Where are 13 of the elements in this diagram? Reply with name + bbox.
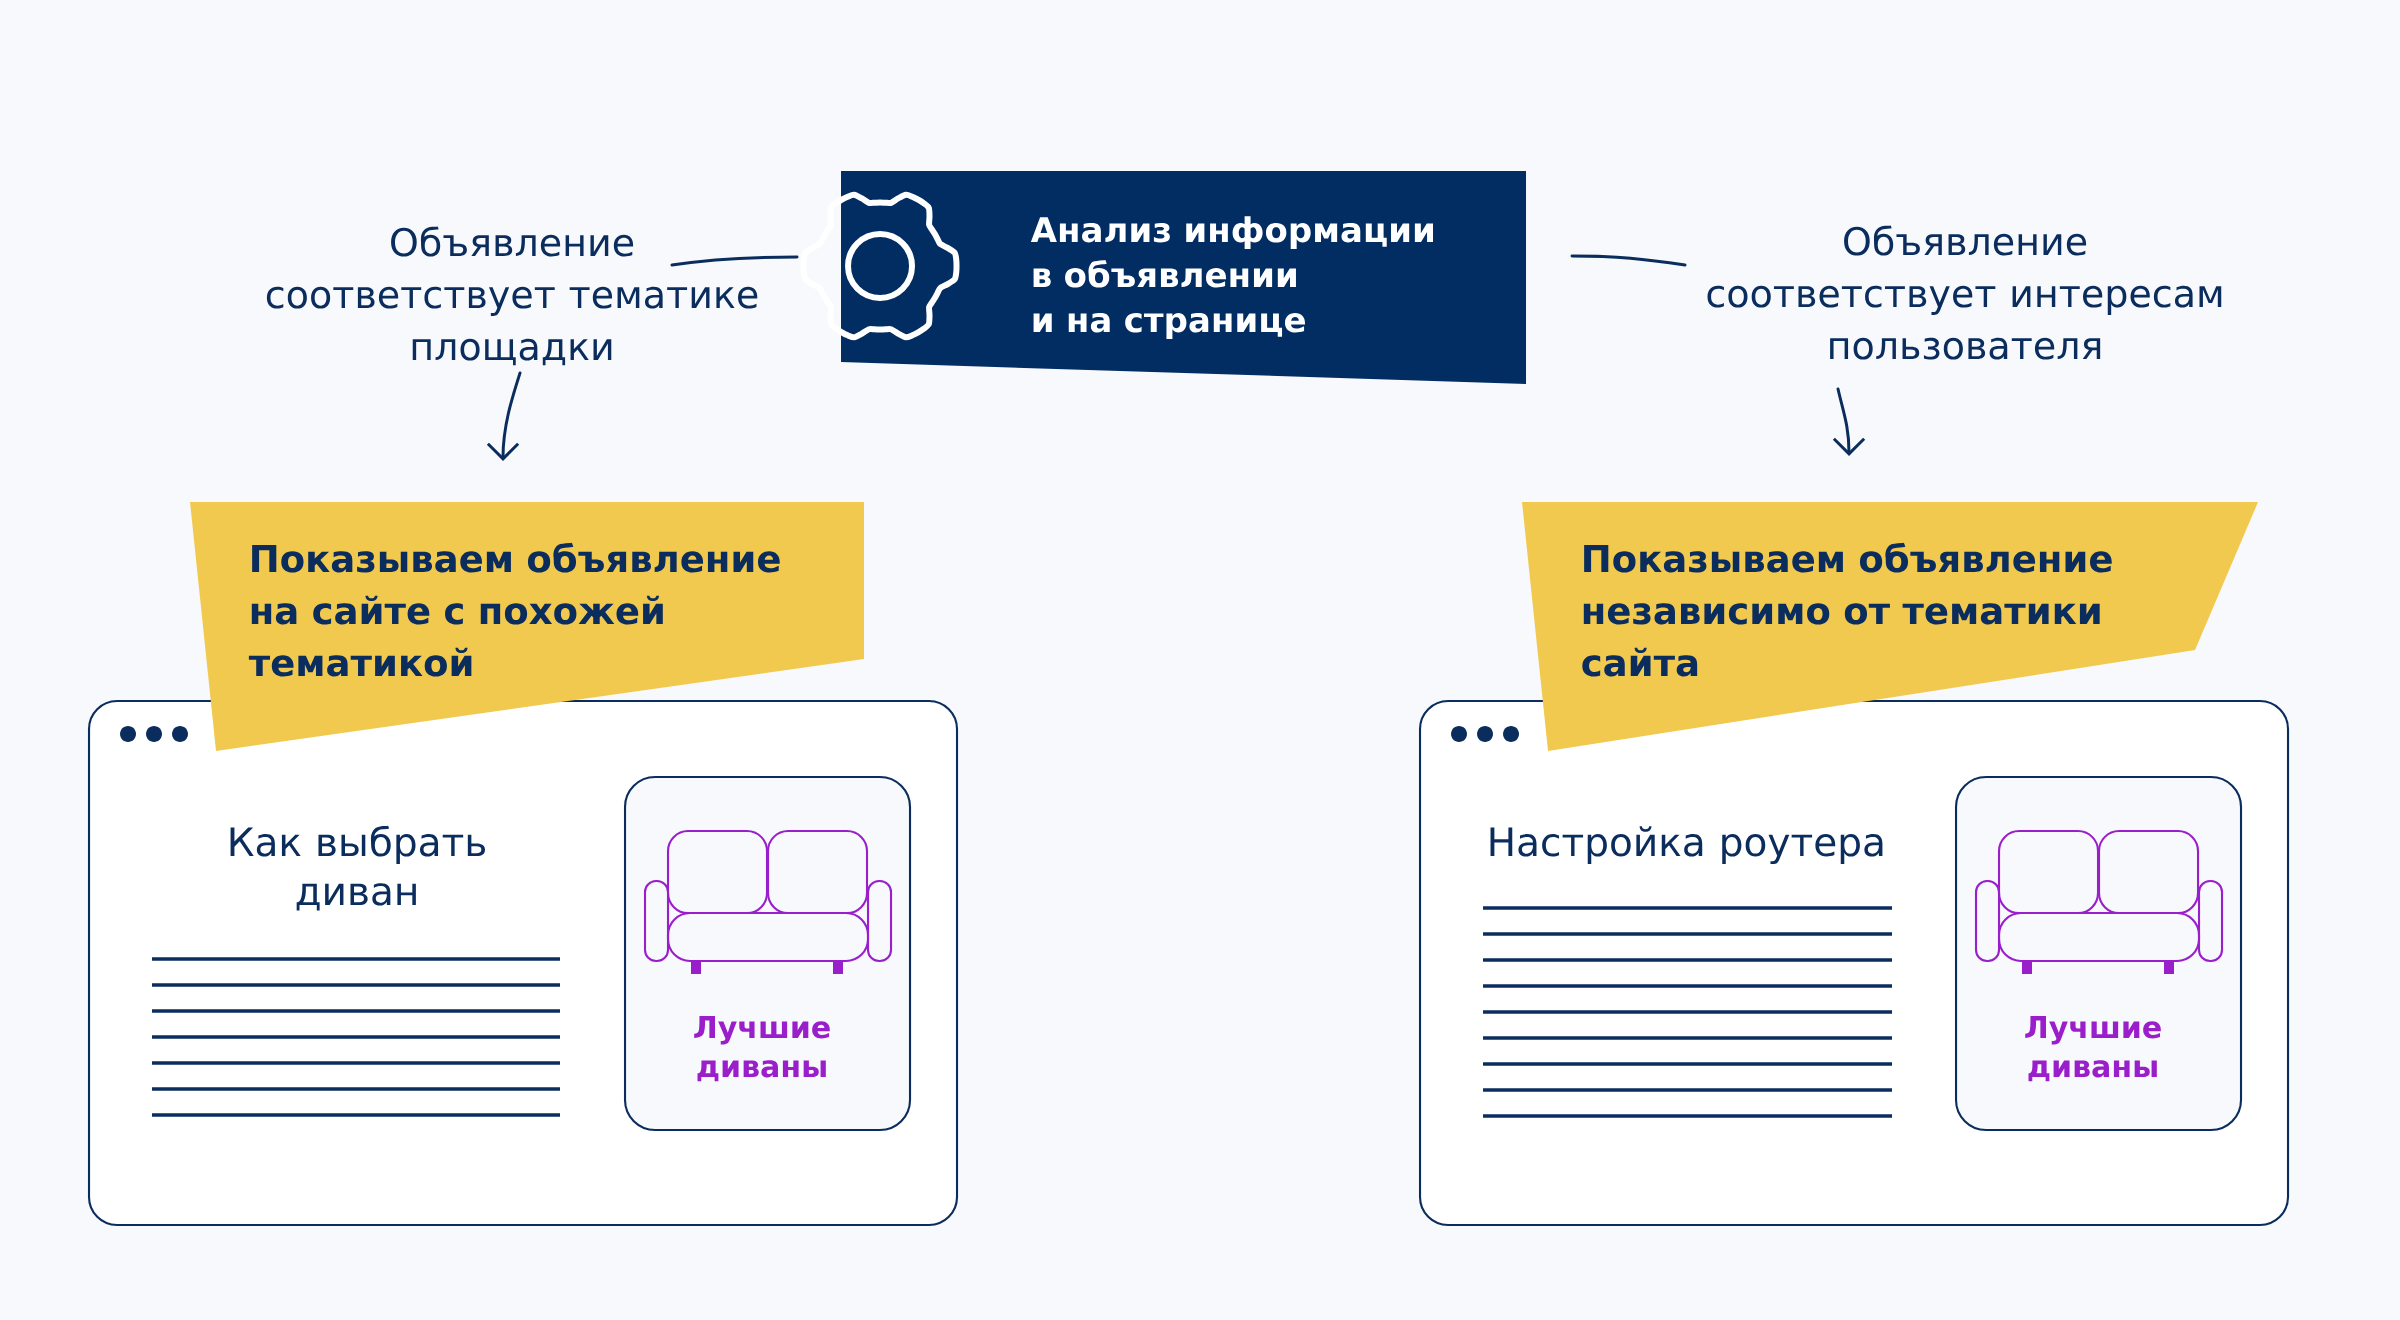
- page-heading: Настройка роутера: [1490, 826, 1883, 865]
- page-heading: Как выбрать диван: [230, 825, 485, 911]
- annotation-text: Объявление соответствует интересам пользователя: [1707, 225, 2222, 360]
- connector-line: [1570, 254, 1687, 267]
- info-banner: Анализ информации в объявлении и на странице: [841, 171, 1526, 384]
- arrow: [486, 371, 522, 461]
- arrow: [1832, 387, 1866, 456]
- callout-banner: Показываем объявление на сайте с похожей тематикой: [190, 502, 864, 751]
- connector-line: [670, 255, 799, 267]
- ad-card: Лучшие диваны: [1954, 775, 2243, 1132]
- annotation-text: Объявление соответствует тематике площадки: [266, 226, 758, 366]
- ad-card: Лучшие диваны: [623, 775, 912, 1132]
- callout-banner: Показываем объявление независимо от тематики сайта: [1522, 502, 2258, 751]
